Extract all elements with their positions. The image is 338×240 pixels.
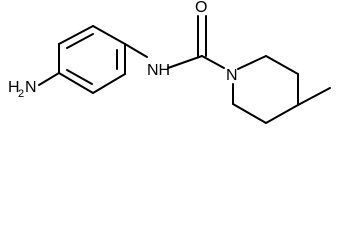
amide-nitrogen-label: NH [147, 62, 170, 79]
amine-label-h: H [8, 79, 20, 96]
bond-benzene-inner-3 [66, 69, 93, 85]
molecule-diagram: H 2 N NH O N [8, 0, 331, 124]
ring-nitrogen-label: N [226, 67, 238, 84]
bond-piperidine-4 [265, 104, 299, 124]
piperidine-ring [232, 55, 299, 124]
bond-aryl-amine [38, 72, 60, 86]
bond-piperidine-2 [265, 55, 299, 75]
bond-nh-carbonyl [167, 55, 203, 69]
bond-benzene-3 [92, 25, 126, 45]
carbonyl-oxygen-label: O [195, 0, 207, 16]
structure-canvas: H 2 N NH O N [8, 0, 331, 124]
bond-methyl [297, 87, 331, 106]
bond-benzene-6 [58, 72, 94, 94]
bond-benzene-inner-1 [66, 33, 94, 49]
bond-benzene-5 [92, 73, 126, 94]
bond-benzene-2 [58, 25, 94, 45]
bond-piperidine-5 [232, 103, 267, 124]
benzene-ring [58, 25, 126, 94]
amine-label-subscript: 2 [18, 88, 24, 100]
amine-label-n: N [25, 79, 37, 96]
bond-piperidine-1 [237, 55, 267, 70]
bond-carbonyl-ring-n [201, 55, 225, 69]
bond-aryl-nh [124, 43, 148, 58]
